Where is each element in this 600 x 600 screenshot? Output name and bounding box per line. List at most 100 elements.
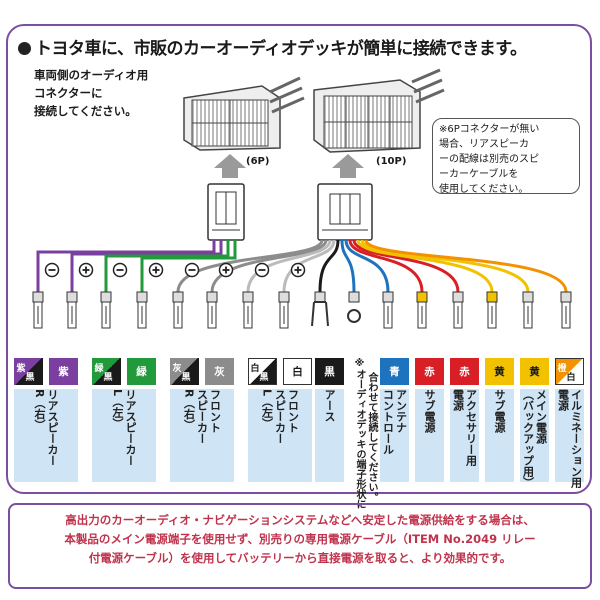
vehicle-6p-connector-icon: [183, 76, 305, 151]
function-label-line: スピーカー: [195, 389, 209, 444]
function-acc-power: アクセサリー用 電源: [450, 389, 479, 482]
minus-sign-icon: [184, 262, 200, 278]
wire: [104, 240, 230, 292]
connector-6p-label: (6P): [246, 156, 270, 167]
wire-legend: 紫黒 紫 緑黒 緑 灰黒 灰 白黒 白 黒 青 赤 赤 黄 黄 橙白 リアスピー…: [14, 358, 586, 509]
wire: [344, 239, 390, 293]
function-label-line: 電源: [556, 389, 570, 411]
connector-10p-label: (10P): [376, 156, 407, 167]
spare-note-line: ※6Pコネクターが無い: [439, 124, 540, 135]
swatch-label: 黒: [103, 373, 113, 383]
blade-terminal-icon: [522, 291, 534, 329]
spare-note-line: ーの配線は別売のスピ: [439, 154, 539, 165]
blade-terminal-icon: [32, 291, 44, 329]
wire: [210, 239, 328, 293]
wire: [140, 240, 237, 292]
vehicle-note-line: 車両側のオーディオ用: [34, 68, 149, 82]
blade-terminal-icon: [416, 291, 428, 329]
harness-10p-connector-icon: [317, 183, 373, 241]
swatch-gray: 灰: [205, 358, 234, 385]
swatch-label: 紫: [16, 364, 26, 374]
spare-note-line: 使用してください。: [439, 184, 529, 195]
terminal-shape-caution: ※オーディオデッキの端子形状に: [354, 358, 365, 509]
power-supply-advice: 高出力のカーオーディオ・ナビゲーションシステムなどへ安定した電源供給をする場合は…: [8, 503, 592, 589]
function-label-line: サブ電源: [493, 389, 506, 433]
swatch-purple: 紫: [49, 358, 78, 385]
wire: [70, 240, 223, 292]
wire: [36, 240, 216, 292]
spare-note-line: 場合、リアスピーカ: [439, 139, 529, 150]
function-label-line: 電源: [451, 389, 465, 411]
terminals-group: [32, 262, 572, 329]
advice-line: 高出力のカーオーディオ・ナビゲーションシステムなどへ安定した電源供給をする場合は…: [65, 513, 535, 527]
function-main-power: メイン電源 （バックアップ用）: [520, 389, 549, 488]
minus-sign-icon: [112, 262, 128, 278]
fork-terminal-icon: [311, 291, 329, 327]
blade-terminal-icon: [172, 291, 184, 329]
function-sub-power-2: サブ電源: [485, 389, 514, 482]
caution-line: ※オーディオデッキの端子形状に: [354, 358, 365, 509]
function-label-line: イルミネーション用: [569, 389, 583, 488]
wires-group: [36, 239, 568, 293]
caution-line: 合わせて接続してください。: [366, 372, 377, 502]
wire: [352, 239, 460, 293]
function-label-line: サブ電源: [423, 389, 436, 433]
function-front-right: フロント スピーカー R（右）: [170, 389, 234, 482]
function-sub-power: サブ電源: [415, 389, 444, 482]
swatch-label: 白: [250, 364, 260, 374]
swatch-green: 緑: [127, 358, 156, 385]
wire: [246, 239, 332, 293]
swatch-label: 黒: [25, 373, 35, 383]
wire: [176, 239, 324, 293]
blade-terminal-icon: [278, 291, 290, 329]
swatch-label: 橙: [557, 364, 567, 374]
function-label-line: L（左）: [260, 389, 274, 430]
swatch-purple-black: 紫黒: [14, 358, 43, 385]
function-label-line: アンテナ: [394, 389, 408, 433]
ring-terminal-icon: [347, 291, 361, 323]
vehicle-note-line: 接続してください。: [34, 104, 137, 118]
blade-terminal-icon: [66, 291, 78, 329]
swatch-blue: 青: [380, 358, 409, 385]
blade-terminal-icon: [382, 291, 394, 329]
function-ground: アース: [315, 389, 344, 482]
blade-terminal-icon: [486, 291, 498, 329]
function-illumination: イルミネーション用 電源: [555, 389, 584, 488]
blade-terminal-icon: [242, 291, 254, 329]
wiring-diagram: [32, 68, 572, 329]
vehicle-note-line: コネクターに: [34, 86, 103, 100]
swatch-label: 黒: [259, 373, 269, 383]
harness-6p-connector-icon: [207, 183, 245, 241]
function-label-line: リアスピーカー: [124, 389, 137, 466]
swatch-orange-white: 橙白: [555, 358, 584, 385]
wire: [282, 239, 336, 293]
function-label-line: フロント: [286, 389, 300, 433]
blade-terminal-icon: [452, 291, 464, 329]
plus-sign-icon: [218, 262, 234, 278]
plus-sign-icon: [78, 262, 94, 278]
function-antenna: アンテナ コントロール: [380, 389, 409, 482]
plus-sign-icon: [290, 262, 306, 278]
function-rear-left: リアスピーカー L（左）: [92, 389, 156, 482]
spare-cable-note: ※6Pコネクターが無い 場合、リアスピーカ ーの配線は別売のスピ ーカーケーブル…: [432, 118, 580, 195]
swatch-red: 赤: [450, 358, 479, 385]
function-label-line: アース: [323, 389, 336, 422]
swatch-white: 白: [283, 358, 312, 385]
function-front-left: フロント スピーカー L（左）: [248, 389, 312, 482]
function-label-line: リアスピーカー: [46, 389, 59, 466]
wire: [340, 239, 356, 293]
wire: [318, 239, 340, 293]
function-label-line: メイン電源: [534, 389, 548, 444]
swatch-yellow-black: 黄: [485, 358, 514, 385]
advice-line: 本製品のメイン電源端子を使用せず、別売りの専用電源ケーブル（ITEM No.20…: [64, 532, 536, 546]
function-label-line: R（右）: [182, 389, 196, 431]
function-label-line: （バックアップ用）: [521, 389, 535, 488]
advice-line: 付電源ケーブル）を使用してバッテリーから直接電源を取ると、より効果的です。: [88, 551, 512, 565]
swatch-red-black: 赤: [415, 358, 444, 385]
function-label-line: スピーカー: [273, 389, 287, 444]
swatch-green-black: 緑黒: [92, 358, 121, 385]
blade-terminal-icon: [100, 291, 112, 329]
up-arrow-icon: [214, 154, 246, 178]
wire: [356, 239, 494, 293]
